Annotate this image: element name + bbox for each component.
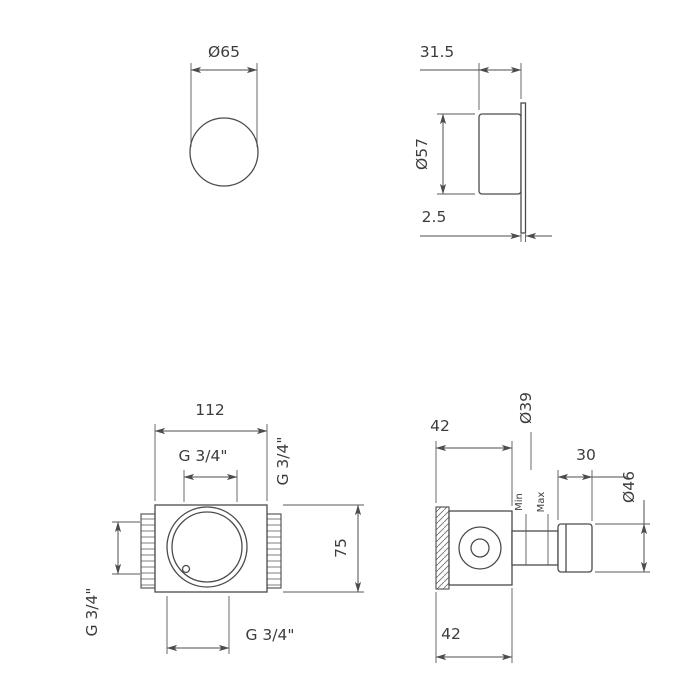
wall-plate — [520, 102, 527, 234]
dim-label-thread-right: G 3/4" — [274, 436, 292, 485]
dim-label-handle-diameter-side: Ø46 — [620, 471, 638, 503]
min-label: Min — [514, 493, 525, 511]
max-label: Max — [536, 492, 547, 513]
back-mounting-bracket — [435, 506, 450, 590]
dim-label-handle-depth-side: 30 — [576, 446, 596, 464]
handle-circle — [189, 117, 259, 187]
valve-body-box — [154, 504, 268, 593]
cartridge-inner-circle — [171, 511, 243, 583]
mounting-boss-left — [140, 513, 156, 589]
dim-label-thread-top: G 3/4" — [178, 447, 227, 465]
valve-body-front-view: 112 G 3/4" G 3/4" 75 G 3/4" G 3/4" — [83, 401, 364, 654]
cartridge-outer-circle — [166, 506, 248, 588]
dim-label-depth-bottom: 42 — [441, 625, 461, 643]
dim-label-thread-bottom: G 3/4" — [245, 626, 294, 644]
handle-side-view: 31.5 Ø57 2.5 — [413, 43, 552, 242]
dim-label-sleeve-diameter: Ø39 — [517, 392, 535, 424]
dim-label-handle-side-diameter: Ø57 — [413, 138, 431, 170]
cartridge-side-circle — [458, 526, 502, 570]
handle-side-body — [478, 113, 522, 195]
dim-label-handle-depth: 31.5 — [420, 43, 455, 61]
dim-label-handle-diameter: Ø65 — [208, 43, 240, 61]
handle-front-view: Ø65 — [189, 43, 259, 187]
handle-side-profile — [557, 523, 593, 573]
cartridge-side-inner-circle — [470, 538, 490, 558]
dim-label-depth-top: 42 — [430, 417, 450, 435]
dim-label-thread-left: G 3/4" — [83, 587, 101, 636]
mounting-boss-right — [266, 513, 282, 589]
dim-label-body-width: 112 — [195, 401, 225, 419]
valve-body-side-view: 42 Ø39 Min Max 30 Ø46 42 — [430, 392, 650, 663]
dim-label-plate-thickness: 2.5 — [422, 208, 447, 226]
screw-hole — [181, 564, 191, 574]
stem-sleeve — [511, 530, 559, 566]
dim-label-body-height: 75 — [332, 538, 350, 558]
